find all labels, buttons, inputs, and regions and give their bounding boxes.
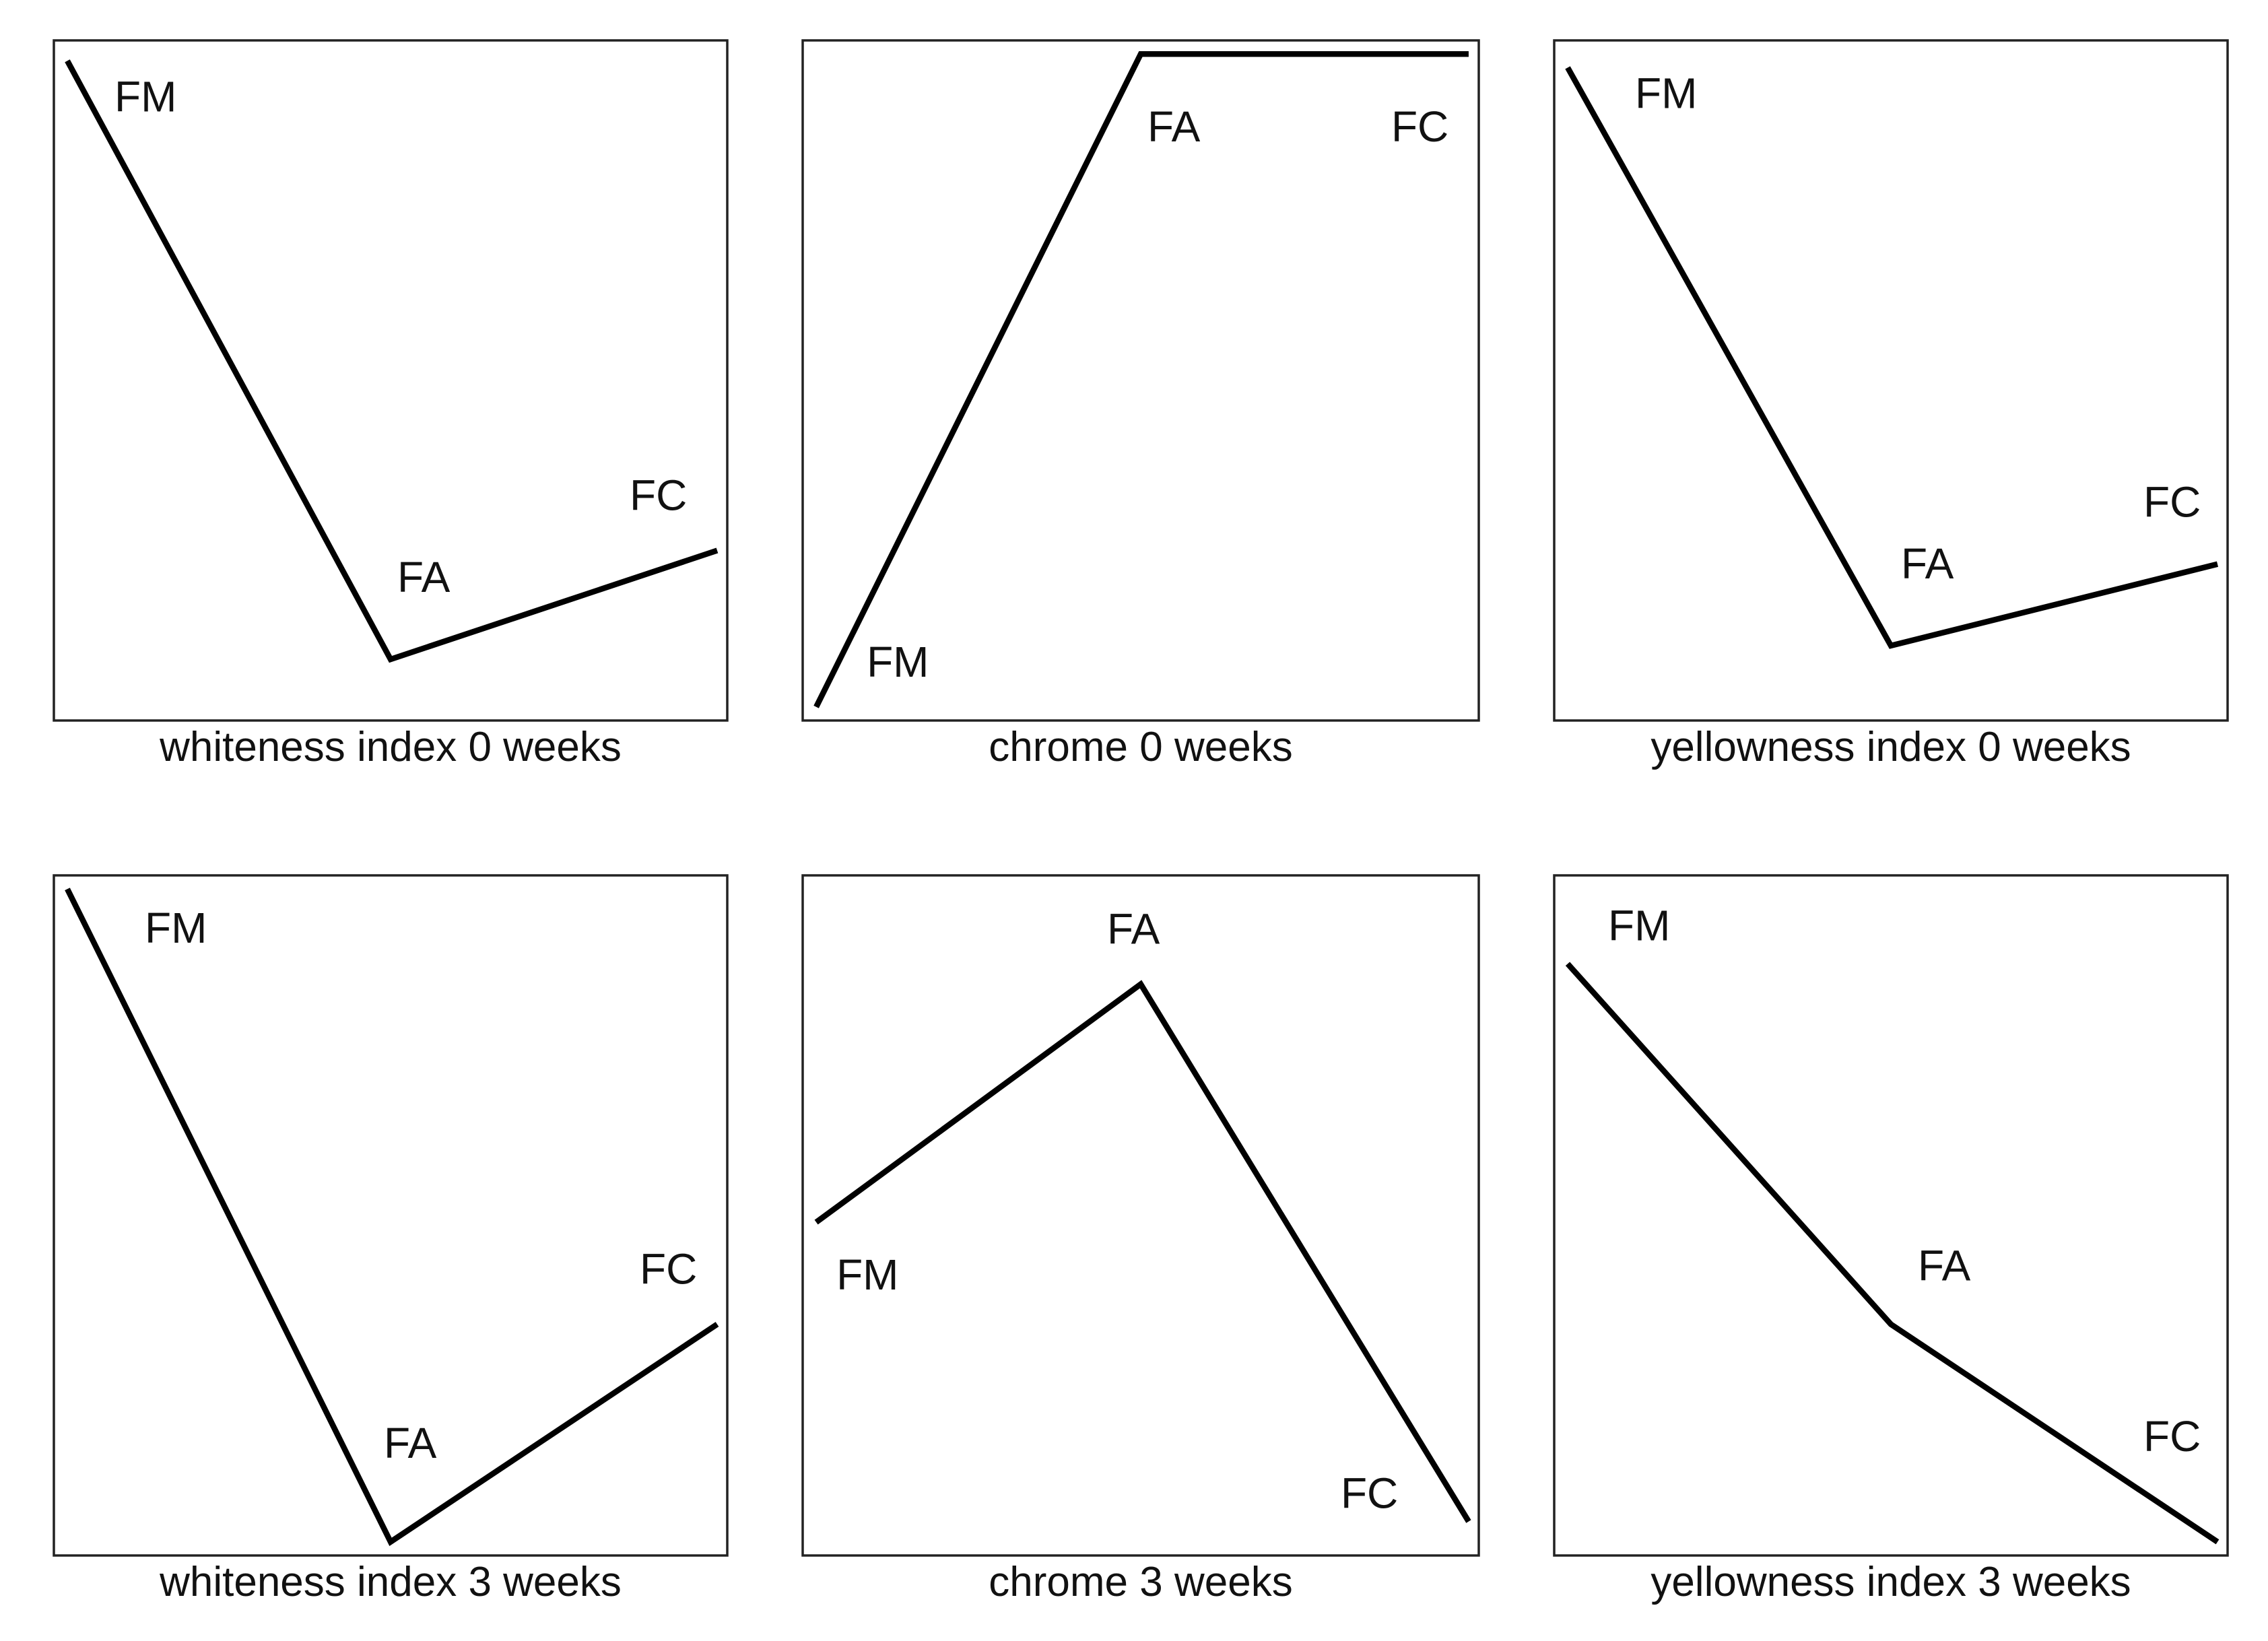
panel-frame (801, 874, 1480, 1557)
point-label-fc: FC (2143, 478, 2201, 527)
point-label-fm: FM (867, 638, 929, 686)
panel-caption: chrome 0 weeks (989, 724, 1292, 770)
point-label-fa: FA (1107, 905, 1160, 953)
chart-panel-5: FM FA FC chrome 3 weeks (801, 874, 1480, 1605)
point-label-fm: FM (145, 904, 207, 952)
panel-caption: yellowness index 3 weeks (1650, 1559, 2131, 1605)
point-label-fa: FA (1147, 102, 1201, 151)
chart-panel-2: FM FA FC chrome 0 weeks (801, 39, 1480, 770)
chart-panel-3: FM FA FC yellowness index 0 weeks (1553, 39, 2229, 770)
point-label-fm: FM (114, 72, 176, 121)
point-label-fm: FM (836, 1250, 898, 1299)
chart-panel-1: FM FA FC whiteness index 0 weeks (53, 39, 729, 770)
chart-panel-6: FM FA FC yellowness index 3 weeks (1553, 874, 2229, 1605)
series-line (1565, 66, 2219, 649)
panel-caption: whiteness index 0 weeks (159, 724, 622, 770)
point-label-fc: FC (630, 471, 687, 520)
point-label-fc: FC (1341, 1469, 1398, 1518)
series-line (814, 980, 1471, 1523)
panel-caption: yellowness index 0 weeks (1650, 724, 2131, 770)
point-label-fm: FM (1608, 901, 1670, 949)
point-label-fa: FA (384, 1419, 437, 1467)
panel-frame (1553, 39, 2229, 722)
point-label-fc: FC (1391, 102, 1448, 151)
chart-panel-4: FM FA FC whiteness index 3 weeks (53, 874, 729, 1605)
series-line (813, 51, 1469, 708)
series-line (65, 888, 719, 1547)
panel-frame (801, 39, 1480, 722)
point-label-fa: FA (397, 553, 451, 601)
point-label-fc: FC (2143, 1412, 2201, 1461)
series-line (65, 59, 719, 663)
series-line (1565, 962, 2220, 1545)
panel-frame (53, 39, 729, 722)
panel-caption: chrome 3 weeks (989, 1559, 1292, 1605)
point-label-fa: FA (1918, 1242, 1971, 1290)
point-label-fa: FA (1901, 539, 1954, 588)
point-label-fc: FC (640, 1245, 697, 1294)
point-label-fm: FM (1635, 69, 1697, 117)
panel-frame (53, 874, 729, 1557)
panel-frame (1553, 874, 2229, 1557)
panel-caption: whiteness index 3 weeks (159, 1559, 622, 1605)
